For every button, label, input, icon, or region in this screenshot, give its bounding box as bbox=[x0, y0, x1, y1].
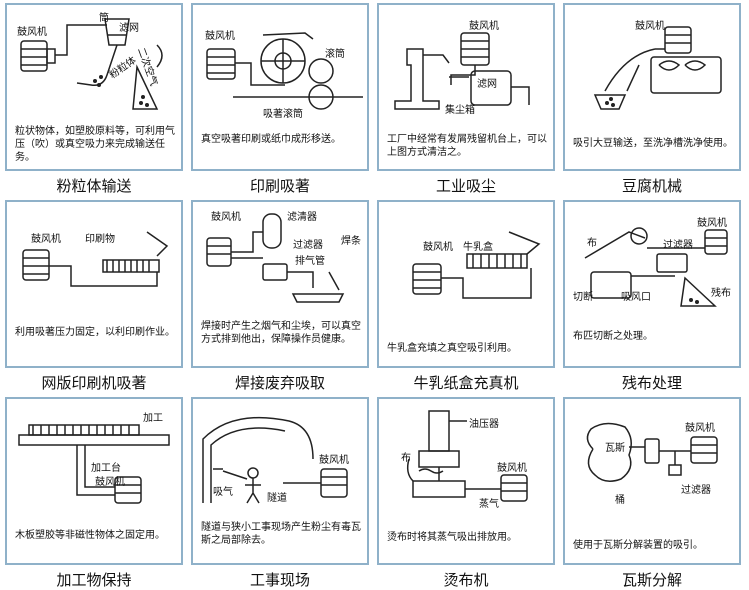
panel-caption: 豆腐机械 bbox=[621, 177, 682, 195]
panel-caption: 加工物保持 bbox=[56, 571, 132, 589]
roller-label: 滚筒 bbox=[325, 49, 345, 60]
filter-label: 过滤器 bbox=[681, 485, 711, 496]
filter-net-label: 滤网 bbox=[119, 23, 139, 34]
scrap-label: 残布 bbox=[711, 288, 731, 299]
blower-label: 鼓风机 bbox=[497, 463, 527, 474]
tofu-machine-illustration bbox=[593, 26, 722, 110]
panel-description: 工厂中经常有发屑残留机台上，可以上图方式清洁之。 bbox=[387, 134, 547, 158]
scrap-cloth-illustration bbox=[584, 227, 728, 307]
gas-label: 瓦斯 bbox=[605, 443, 625, 454]
intake-label: 吸气 bbox=[213, 487, 233, 498]
blower-label: 鼓风机 bbox=[635, 21, 665, 32]
print-suction-illustration bbox=[206, 32, 363, 110]
welding-fume-illustration bbox=[206, 213, 345, 303]
work-table-label: 加工台 bbox=[91, 463, 121, 474]
blower-label: 鼓风机 bbox=[95, 477, 125, 488]
construction-site-illustration bbox=[202, 416, 348, 504]
panel-caption: 焊接废弃吸取 bbox=[234, 374, 325, 392]
panel-caption: 粉粒体输送 bbox=[56, 177, 132, 195]
blower-label: 鼓风机 bbox=[17, 27, 47, 38]
printed-item-label: 印刷物 bbox=[85, 234, 115, 245]
workpiece-hold-illustration bbox=[18, 424, 170, 504]
blower-label: 鼓风机 bbox=[697, 218, 727, 229]
panel-caption: 印刷吸著 bbox=[249, 177, 310, 195]
panel-caption: 瓦斯分解 bbox=[621, 571, 682, 589]
cloth-ironing-illustration bbox=[406, 410, 528, 502]
bucket-label: 桶 bbox=[615, 495, 625, 506]
dust-box-label: 集尘箱 bbox=[445, 105, 475, 116]
suction-port-label: 吸风口 bbox=[621, 292, 651, 303]
cut-label: 切断 bbox=[573, 292, 593, 303]
welding-rod-label: 焊条 bbox=[341, 236, 361, 247]
blower-label: 鼓风机 bbox=[205, 31, 235, 42]
industrial-dust-illustration bbox=[394, 32, 530, 110]
powder-conveying-illustration bbox=[20, 18, 163, 110]
tunnel-label: 隧道 bbox=[267, 493, 287, 504]
panel-description: 烫布时将其蒸气吸出排放用。 bbox=[387, 532, 517, 543]
blower-label: 鼓风机 bbox=[319, 455, 349, 466]
cloth-label: 布 bbox=[401, 453, 411, 464]
blower-label: 鼓风机 bbox=[423, 242, 453, 253]
panel-caption: 工业吸尘 bbox=[435, 177, 496, 195]
gas-decomposition-illustration bbox=[586, 422, 718, 482]
filter-label: 过滤器 bbox=[663, 240, 693, 251]
panel-description: 木板塑胶等非磁性物体之固定用。 bbox=[15, 530, 165, 541]
panel-description: 真空吸著印刷或纸巾成形移送。 bbox=[201, 134, 341, 145]
steam-label: 蒸气 bbox=[479, 499, 499, 510]
panel-caption: 网版印刷机吸著 bbox=[41, 374, 147, 392]
panel-description: 牛乳盒充填之真空吸引利用。 bbox=[387, 343, 517, 354]
panel-description: 粒状物体，如塑胶原料等，可利用气压（吹）或真空吸力来完成输送任务。 bbox=[15, 126, 175, 163]
blower-label: 鼓风机 bbox=[685, 423, 715, 434]
panel-description: 利用吸著压力固定，以利印刷作业。 bbox=[15, 327, 175, 338]
panel-caption: 工事现场 bbox=[249, 571, 310, 589]
panel-description: 使用于瓦斯分解装置的吸引。 bbox=[573, 540, 703, 551]
panel-caption: 牛乳纸盒充真机 bbox=[413, 374, 519, 392]
cylinder-label: 筒 bbox=[99, 13, 109, 24]
panel-caption: 残布处理 bbox=[621, 374, 682, 392]
panel-description: 布匹切断之处理。 bbox=[573, 331, 653, 342]
blower-label: 鼓风机 bbox=[31, 234, 61, 245]
milk-carton-illustration bbox=[412, 231, 541, 299]
exhaust-pipe-label: 排气管 bbox=[295, 256, 325, 267]
suction-roller-label: 吸著滚筒 bbox=[263, 109, 303, 120]
hydraulic-label: 油压器 bbox=[469, 419, 499, 430]
blower-label: 鼓风机 bbox=[469, 21, 499, 32]
milk-carton-label: 牛乳盒 bbox=[463, 242, 493, 253]
panel-description: 隧道与狭小工事现场产生粉尘有毒瓦斯之局部除去。 bbox=[201, 522, 361, 546]
panel-caption: 烫布机 bbox=[443, 571, 489, 589]
filter-net-label: 滤网 bbox=[477, 79, 497, 90]
filter-label: 过滤器 bbox=[293, 240, 323, 251]
blower-label: 鼓风机 bbox=[211, 212, 241, 223]
screen-print-illustration bbox=[22, 231, 169, 287]
cloth-label: 布 bbox=[587, 238, 597, 249]
work-label: 加工 bbox=[143, 413, 163, 424]
panel-description: 焊接时产生之烟气和尘埃，可以真空方式排到他出，保障操作员健康。 bbox=[201, 321, 361, 345]
panel-description: 吸引大豆输送，至洗净槽洗净使用。 bbox=[573, 138, 733, 149]
purifier-label: 滤清器 bbox=[287, 212, 317, 223]
